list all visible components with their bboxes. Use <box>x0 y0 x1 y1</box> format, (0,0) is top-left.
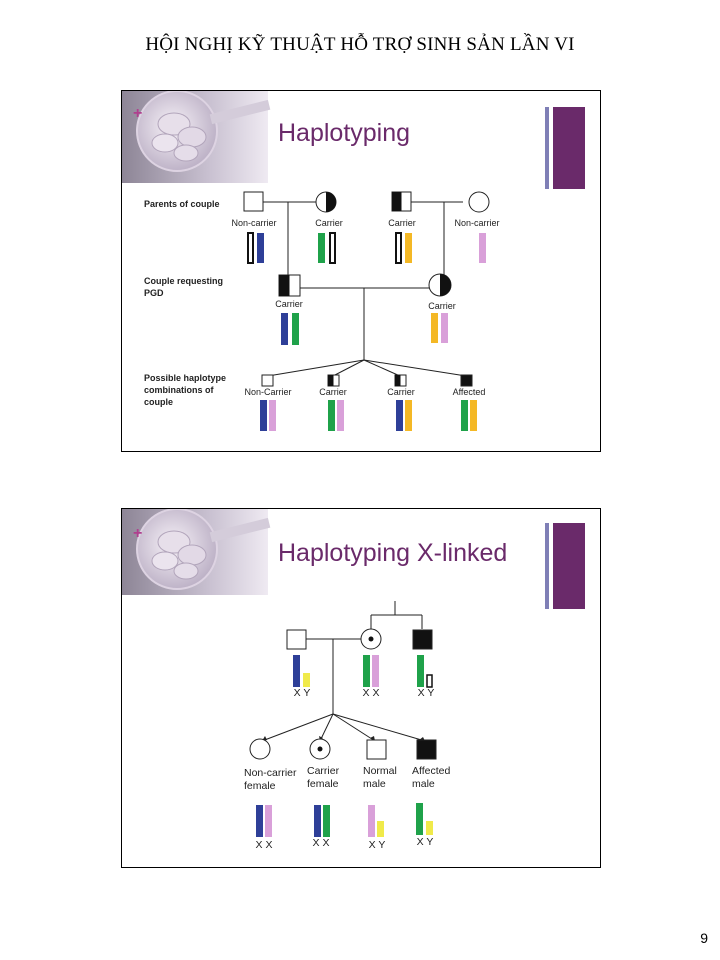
accent-bar <box>553 523 585 609</box>
symbol-square-half <box>327 374 340 387</box>
symbol-square-empty <box>243 191 264 212</box>
chromosomes-couple-male <box>281 313 299 345</box>
accent-stripe <box>545 523 549 609</box>
slide-title: Haplotyping X-linked <box>278 539 508 567</box>
parent-label: Carrier <box>388 218 416 228</box>
symbol-circle-half <box>428 273 452 297</box>
offspring-label: Affected <box>452 387 486 397</box>
chromosomes-parent-3 <box>417 655 433 688</box>
offspring-label: Normal <box>363 765 397 777</box>
parent-label: Non-carrier <box>454 218 500 228</box>
chromosome-label: X X <box>255 839 273 851</box>
row-label-parents: Parents of couple <box>144 199 220 209</box>
pedigree-arrowheads <box>262 736 425 741</box>
symbol-square-filled <box>416 739 437 760</box>
offspring-label: female <box>244 780 276 792</box>
row-label-couple: PGD <box>144 288 164 298</box>
chromosomes-offspring-4 <box>416 803 433 835</box>
chromosomes-parent-2 <box>318 232 336 264</box>
couple-label: Carrier <box>428 301 456 311</box>
offspring-label: Non-Carrier <box>244 387 292 397</box>
chromosomes-offspring-1 <box>260 400 276 431</box>
row-label-couple: Couple requesting <box>144 276 224 286</box>
chromosomes-offspring-4 <box>461 400 477 431</box>
chromosome-label: X Y <box>368 839 386 851</box>
embryo-image <box>122 91 271 183</box>
chromosomes-offspring-1 <box>256 805 272 837</box>
slide-haplotyping: + Haplotyping Parents of couple Couple r… <box>121 90 601 452</box>
offspring-label: female <box>307 778 339 790</box>
plus-mark: + <box>133 105 143 122</box>
slide-haplotyping-x-linked: + Haplotyping X-linked X Y X X X Y Non-c… <box>121 508 601 868</box>
chromosome-label: X Y <box>417 687 435 699</box>
chromosomes-offspring-2 <box>328 400 344 431</box>
symbol-circle-empty <box>468 191 490 213</box>
chromosome-label: X Y <box>293 687 311 699</box>
pedigree-lines <box>260 201 467 377</box>
chromosome-label: X Y <box>416 836 434 848</box>
symbol-square-empty <box>261 374 274 387</box>
chromosomes-parent-1 <box>247 232 264 264</box>
pedigree-lines <box>261 601 426 742</box>
symbol-square-filled <box>412 629 433 650</box>
offspring-label: Carrier <box>319 387 347 397</box>
offspring-label: Non-carrier <box>244 767 297 779</box>
offspring-label: Affected <box>412 765 451 777</box>
row-label-possible: couple <box>144 397 174 407</box>
chromosomes-couple-female <box>431 313 448 343</box>
embryo-image <box>122 509 271 595</box>
symbol-circle-empty <box>249 738 271 760</box>
symbol-square-filled <box>460 374 473 387</box>
slide-title: Haplotyping <box>278 119 411 147</box>
accent-bar <box>553 107 585 189</box>
symbol-circle-dot <box>309 738 331 760</box>
chromosomes-parent-1 <box>293 655 310 687</box>
symbol-square-half <box>391 191 412 212</box>
offspring-label: Carrier <box>387 387 415 397</box>
offspring-label: Carrier <box>307 765 340 777</box>
symbol-circle-dot <box>360 628 382 650</box>
plus-mark: + <box>133 525 143 542</box>
chromosomes-parent-3 <box>395 232 412 264</box>
page-number: 9 <box>700 930 708 946</box>
offspring-label: male <box>412 778 435 790</box>
offspring-label: male <box>363 778 386 790</box>
symbol-circle-half <box>315 191 337 213</box>
row-label-possible: combinations of <box>144 385 214 395</box>
symbol-square-empty <box>366 739 387 760</box>
parent-label: Carrier <box>315 218 343 228</box>
symbol-square-empty <box>286 629 307 650</box>
chromosomes-parent-2 <box>363 655 379 687</box>
document-header: HỘI NGHỊ KỸ THUẬT HỖ TRỢ SINH SẢN LẦN VI <box>145 34 575 55</box>
slide-haplotyping-canvas <box>122 91 585 431</box>
couple-label: Carrier <box>275 299 303 309</box>
symbol-square-half <box>278 274 301 297</box>
row-label-possible: Possible haplotype <box>144 373 227 383</box>
chromosomes-offspring-3 <box>368 805 384 837</box>
chromosome-label: X X <box>362 687 380 699</box>
chromosomes-offspring-2 <box>314 805 330 837</box>
chromosomes-parent-4 <box>479 233 486 263</box>
parent-label: Non-carrier <box>231 218 277 228</box>
accent-stripe <box>545 107 549 189</box>
chromosomes-offspring-3 <box>396 400 412 431</box>
symbol-square-half <box>394 374 407 387</box>
slide-haplotyping-x-linked-canvas <box>122 509 585 837</box>
chromosome-label: X X <box>312 837 330 849</box>
